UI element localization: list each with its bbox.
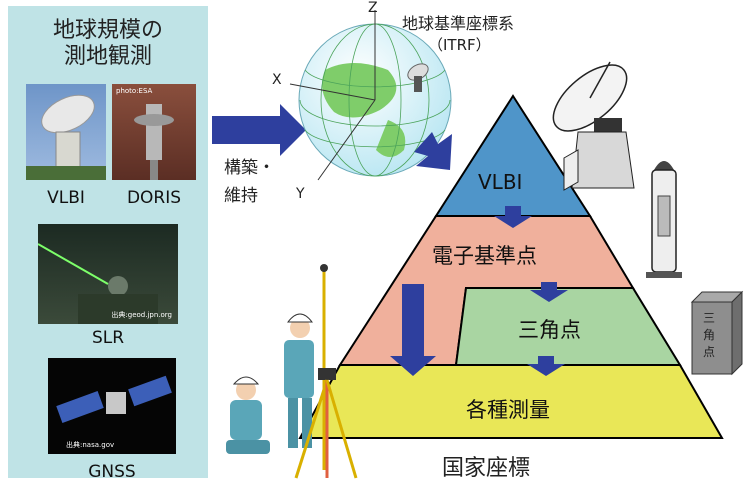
pyramid-level-surveys	[298, 364, 724, 439]
gnss-credit: 出典:nasa.gov	[66, 441, 115, 449]
itrf-title: 地球基準座標系	[402, 14, 515, 33]
stone-text: 三 角 点	[703, 311, 716, 359]
build-arrow	[212, 104, 306, 156]
doris-credit: photo:ESA	[116, 87, 153, 95]
observation-panel: 地球規模の 測地観測 VLBI photo:ESA DORIS 出典:geod.…	[8, 6, 208, 482]
globe-axis-y: Y	[296, 186, 305, 202]
slr-label: SLR	[91, 328, 125, 348]
pyramid-label-vlbi: VLBI	[478, 170, 523, 194]
down-arrow-2	[530, 282, 568, 302]
globe-axis-z: Z	[368, 0, 378, 16]
pyramid-label-cors: 電子基準点	[432, 244, 537, 268]
doris-beacon-icon	[134, 104, 174, 180]
down-arrow-1	[494, 206, 532, 228]
slr-photo: 出典:geod.jpn.org	[38, 224, 178, 324]
vlbi-antenna-icon	[552, 61, 635, 191]
vlbi-label: VLBI	[47, 188, 85, 208]
reference-station-icon	[646, 161, 682, 278]
gnss-photo: 出典:nasa.gov	[48, 358, 176, 454]
slr-credit: 出典:geod.jpn.org	[111, 311, 172, 319]
doris-label: DORIS	[126, 188, 182, 208]
pyramid-label-surveys: 各種測量	[466, 398, 550, 422]
down-arrow-long	[390, 284, 436, 376]
vlbi-antenna-icon	[26, 94, 106, 180]
itrf-subtitle: （ITRF）	[428, 36, 491, 54]
slr-laser-icon	[38, 243, 158, 324]
gnss-label: GNSS	[88, 462, 136, 482]
vlbi-photo	[26, 84, 106, 180]
build-maintain-label: 構築・ 維持	[224, 158, 275, 206]
gnss-satellite-icon	[56, 375, 172, 423]
triangulation-stone-icon	[690, 290, 744, 376]
pyramid-label-triangulation: 三角点	[518, 318, 581, 342]
globe-icon	[289, 10, 452, 181]
surveyor-kneeling-icon	[226, 376, 270, 454]
surveyor-standing-icon	[284, 264, 328, 470]
doris-photo: photo:ESA	[112, 84, 196, 180]
pyramid	[298, 94, 724, 439]
tripod-icon	[294, 368, 358, 479]
pyramid-caption: 国家座標	[442, 456, 531, 481]
globe-to-pyramid-arrow	[414, 132, 452, 170]
down-arrow-3	[527, 356, 565, 376]
globe-axis-x: X	[272, 72, 282, 88]
panel-title: 地球規模の 測地観測	[52, 18, 163, 69]
